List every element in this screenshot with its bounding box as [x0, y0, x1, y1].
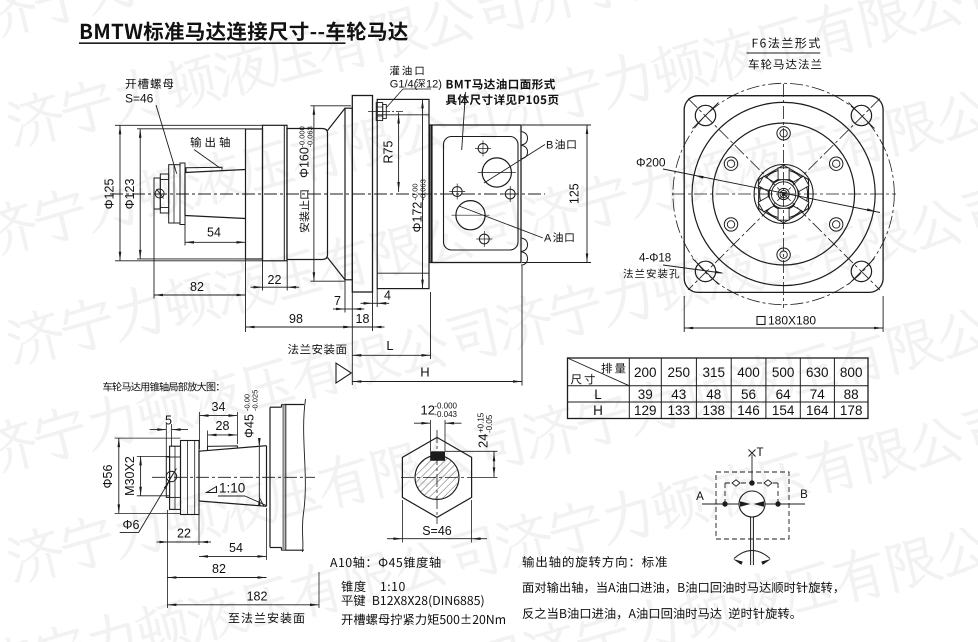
svg-text:82: 82 [190, 280, 204, 294]
svg-text:R75: R75 [382, 140, 396, 163]
svg-text:138: 138 [703, 403, 726, 418]
svg-text:56: 56 [741, 387, 756, 402]
svg-text:Φ125: Φ125 [103, 179, 117, 210]
svg-text:5: 5 [165, 414, 172, 428]
svg-text:24: 24 [476, 434, 491, 448]
svg-text:S=46: S=46 [125, 92, 154, 106]
svg-text:-0.063: -0.063 [419, 179, 428, 200]
svg-text:12): 12) [426, 79, 442, 91]
svg-text:L: L [594, 387, 602, 402]
svg-text:54: 54 [229, 541, 243, 555]
svg-text:-0.063: -0.063 [306, 126, 315, 147]
svg-text:7: 7 [334, 294, 341, 308]
svg-text:28: 28 [216, 419, 230, 433]
svg-text:B: B [800, 489, 808, 501]
svg-text:800: 800 [840, 365, 863, 380]
svg-text:Φ45: Φ45 [243, 414, 257, 438]
svg-text:250: 250 [668, 365, 691, 380]
svg-text:146: 146 [737, 403, 760, 418]
svg-text:88: 88 [844, 387, 859, 402]
svg-text:54: 54 [207, 226, 221, 240]
svg-text:178: 178 [840, 403, 863, 418]
svg-text:Φ200: Φ200 [636, 156, 666, 170]
svg-text:200: 200 [634, 365, 657, 380]
svg-text:22: 22 [177, 527, 191, 541]
svg-text:Φ160: Φ160 [298, 147, 312, 178]
svg-text:182: 182 [247, 590, 268, 604]
svg-text:H: H [420, 365, 429, 380]
svg-text:-0.000: -0.000 [434, 402, 457, 411]
svg-text:43: 43 [671, 387, 686, 402]
svg-text:180X180: 180X180 [768, 314, 816, 328]
svg-text:39: 39 [638, 387, 653, 402]
svg-text:630: 630 [806, 365, 829, 380]
svg-text:A: A [544, 233, 552, 245]
svg-text:34: 34 [212, 400, 226, 414]
svg-text:+0.15: +0.15 [477, 412, 486, 433]
svg-text:-0.00: -0.00 [411, 183, 420, 200]
svg-text:74: 74 [810, 387, 826, 402]
svg-text:Φ123: Φ123 [123, 179, 137, 210]
svg-text:-0.000: -0.000 [298, 126, 307, 147]
svg-text:S=46: S=46 [422, 524, 452, 538]
svg-text:82: 82 [212, 562, 226, 576]
svg-text:Φ6: Φ6 [123, 518, 140, 532]
svg-text:400: 400 [737, 365, 760, 380]
svg-text:154: 154 [772, 403, 795, 418]
svg-text:M30X2: M30X2 [123, 456, 137, 496]
svg-text:22: 22 [268, 273, 282, 287]
svg-text:12: 12 [421, 403, 435, 418]
svg-text:T: T [756, 447, 763, 459]
svg-text:A: A [696, 491, 704, 503]
svg-text:Φ172: Φ172 [411, 202, 425, 233]
svg-text:-0.05: -0.05 [485, 414, 494, 433]
svg-text:G1/4(: G1/4( [390, 79, 418, 91]
svg-text:164: 164 [806, 403, 829, 418]
svg-text:-0.025: -0.025 [251, 390, 260, 411]
svg-text:4: 4 [384, 289, 391, 303]
svg-text:18: 18 [356, 312, 370, 326]
svg-text:Φ56: Φ56 [101, 465, 115, 489]
svg-text:64: 64 [776, 387, 792, 402]
svg-text:4-Φ18: 4-Φ18 [639, 253, 671, 265]
svg-text:315: 315 [703, 365, 726, 380]
svg-text:98: 98 [289, 312, 303, 326]
svg-text:500: 500 [772, 365, 795, 380]
svg-text:133: 133 [668, 403, 691, 418]
svg-text:129: 129 [634, 403, 657, 418]
svg-text:L: L [386, 338, 393, 353]
svg-text:H: H [593, 403, 603, 418]
svg-text:48: 48 [706, 387, 721, 402]
svg-text:-0.043: -0.043 [434, 410, 457, 419]
svg-text:B: B [546, 140, 553, 152]
svg-text:125: 125 [568, 183, 582, 204]
svg-text:-0.00: -0.00 [243, 394, 252, 411]
svg-text:1:10: 1:10 [219, 481, 245, 496]
